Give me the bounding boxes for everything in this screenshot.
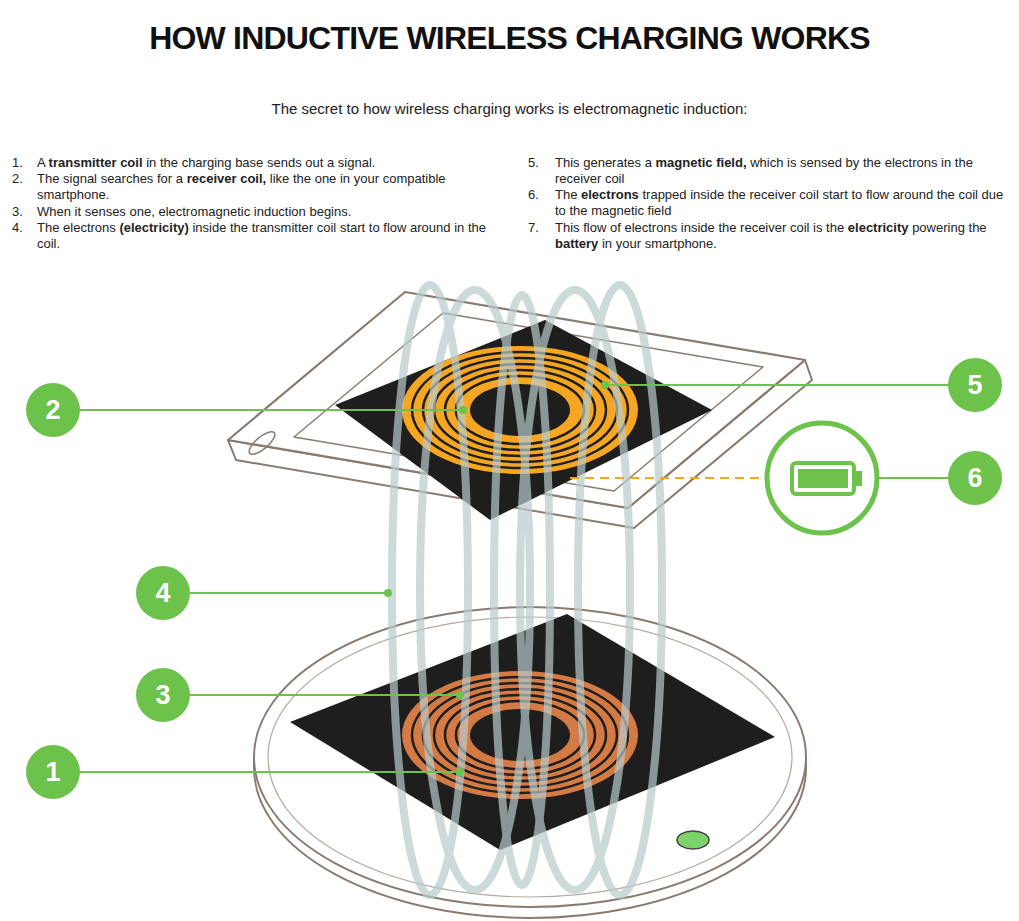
bold-term: coil (120, 155, 142, 170)
bold-term: coil, (240, 171, 266, 186)
callout-text: 6 (948, 451, 1002, 505)
bold-term: electrons (581, 187, 639, 202)
list-item: This flow of electrons inside the receiv… (555, 220, 1017, 252)
callout-disc (26, 745, 80, 799)
callout-text: 4 (136, 566, 190, 620)
home-button (246, 428, 278, 458)
battery-cap (856, 471, 862, 486)
bold-term: (electricity) (119, 220, 188, 235)
list-item: A transmitter coil in the charging base … (37, 155, 507, 171)
leader-dot (459, 406, 467, 414)
leader-line (877, 477, 948, 479)
field-loop (392, 285, 468, 895)
list-item: When it senses one, electromagnetic indu… (37, 204, 507, 220)
list-item: The signal searches for a receiver coil,… (37, 171, 507, 203)
battery-body (792, 463, 854, 494)
dashed-link (570, 477, 767, 479)
leader-line (80, 771, 460, 773)
leader-line (80, 409, 463, 411)
bold-term: field, (716, 155, 746, 170)
battery-charge (798, 469, 848, 488)
list-item: The electrons (electricity) inside the t… (37, 220, 507, 252)
list-number: 5. (528, 155, 554, 171)
list-number: 7. (528, 220, 554, 236)
callout-text: 5 (948, 358, 1002, 412)
subtitle: The secret to how wireless charging work… (0, 101, 1019, 117)
leader-lines (80, 381, 948, 776)
callout-number: 6 (948, 451, 1002, 505)
field-loop (420, 290, 530, 890)
callout-number: 5 (948, 358, 1002, 412)
callout-text: 1 (26, 745, 80, 799)
magnetic-field (392, 285, 662, 895)
callout-number: 4 (136, 566, 190, 620)
leader-line (190, 592, 388, 594)
callout-number: 2 (26, 383, 80, 437)
leader-dot (456, 768, 464, 776)
battery-ring (767, 423, 877, 533)
callout-text: 3 (136, 668, 190, 722)
list-number: 4. (12, 220, 36, 236)
leader-dot (601, 381, 609, 389)
field-loop (578, 285, 662, 895)
leader-line (605, 384, 948, 386)
list-number: 3. (12, 204, 36, 220)
callout-disc (26, 383, 80, 437)
list-number: 2. (12, 171, 36, 187)
leader-dot (384, 589, 392, 597)
status-led (677, 831, 709, 849)
bold-term: battery (555, 236, 598, 251)
callout-text: 2 (26, 383, 80, 437)
callout-disc (948, 358, 1002, 412)
callout-disc (136, 668, 190, 722)
list-number: 6. (528, 187, 554, 203)
list-item: The electrons trapped inside the receive… (555, 187, 1017, 219)
leader-dot (456, 691, 464, 699)
bold-term: transmitter (49, 155, 117, 170)
list-item: This generates a magnetic field, which i… (555, 155, 1017, 187)
bold-term: electricity (848, 220, 909, 235)
bold-term: receiver (187, 171, 237, 186)
bold-term: magnetic (656, 155, 713, 170)
callout-number: 3 (136, 668, 190, 722)
page-title: HOW INDUCTIVE WIRELESS CHARGING WORKS (0, 20, 1019, 57)
callout-number: 1 (26, 745, 80, 799)
callout-disc (136, 566, 190, 620)
callout-disc (948, 451, 1002, 505)
list-number: 1. (12, 155, 36, 171)
leader-line (190, 694, 460, 696)
